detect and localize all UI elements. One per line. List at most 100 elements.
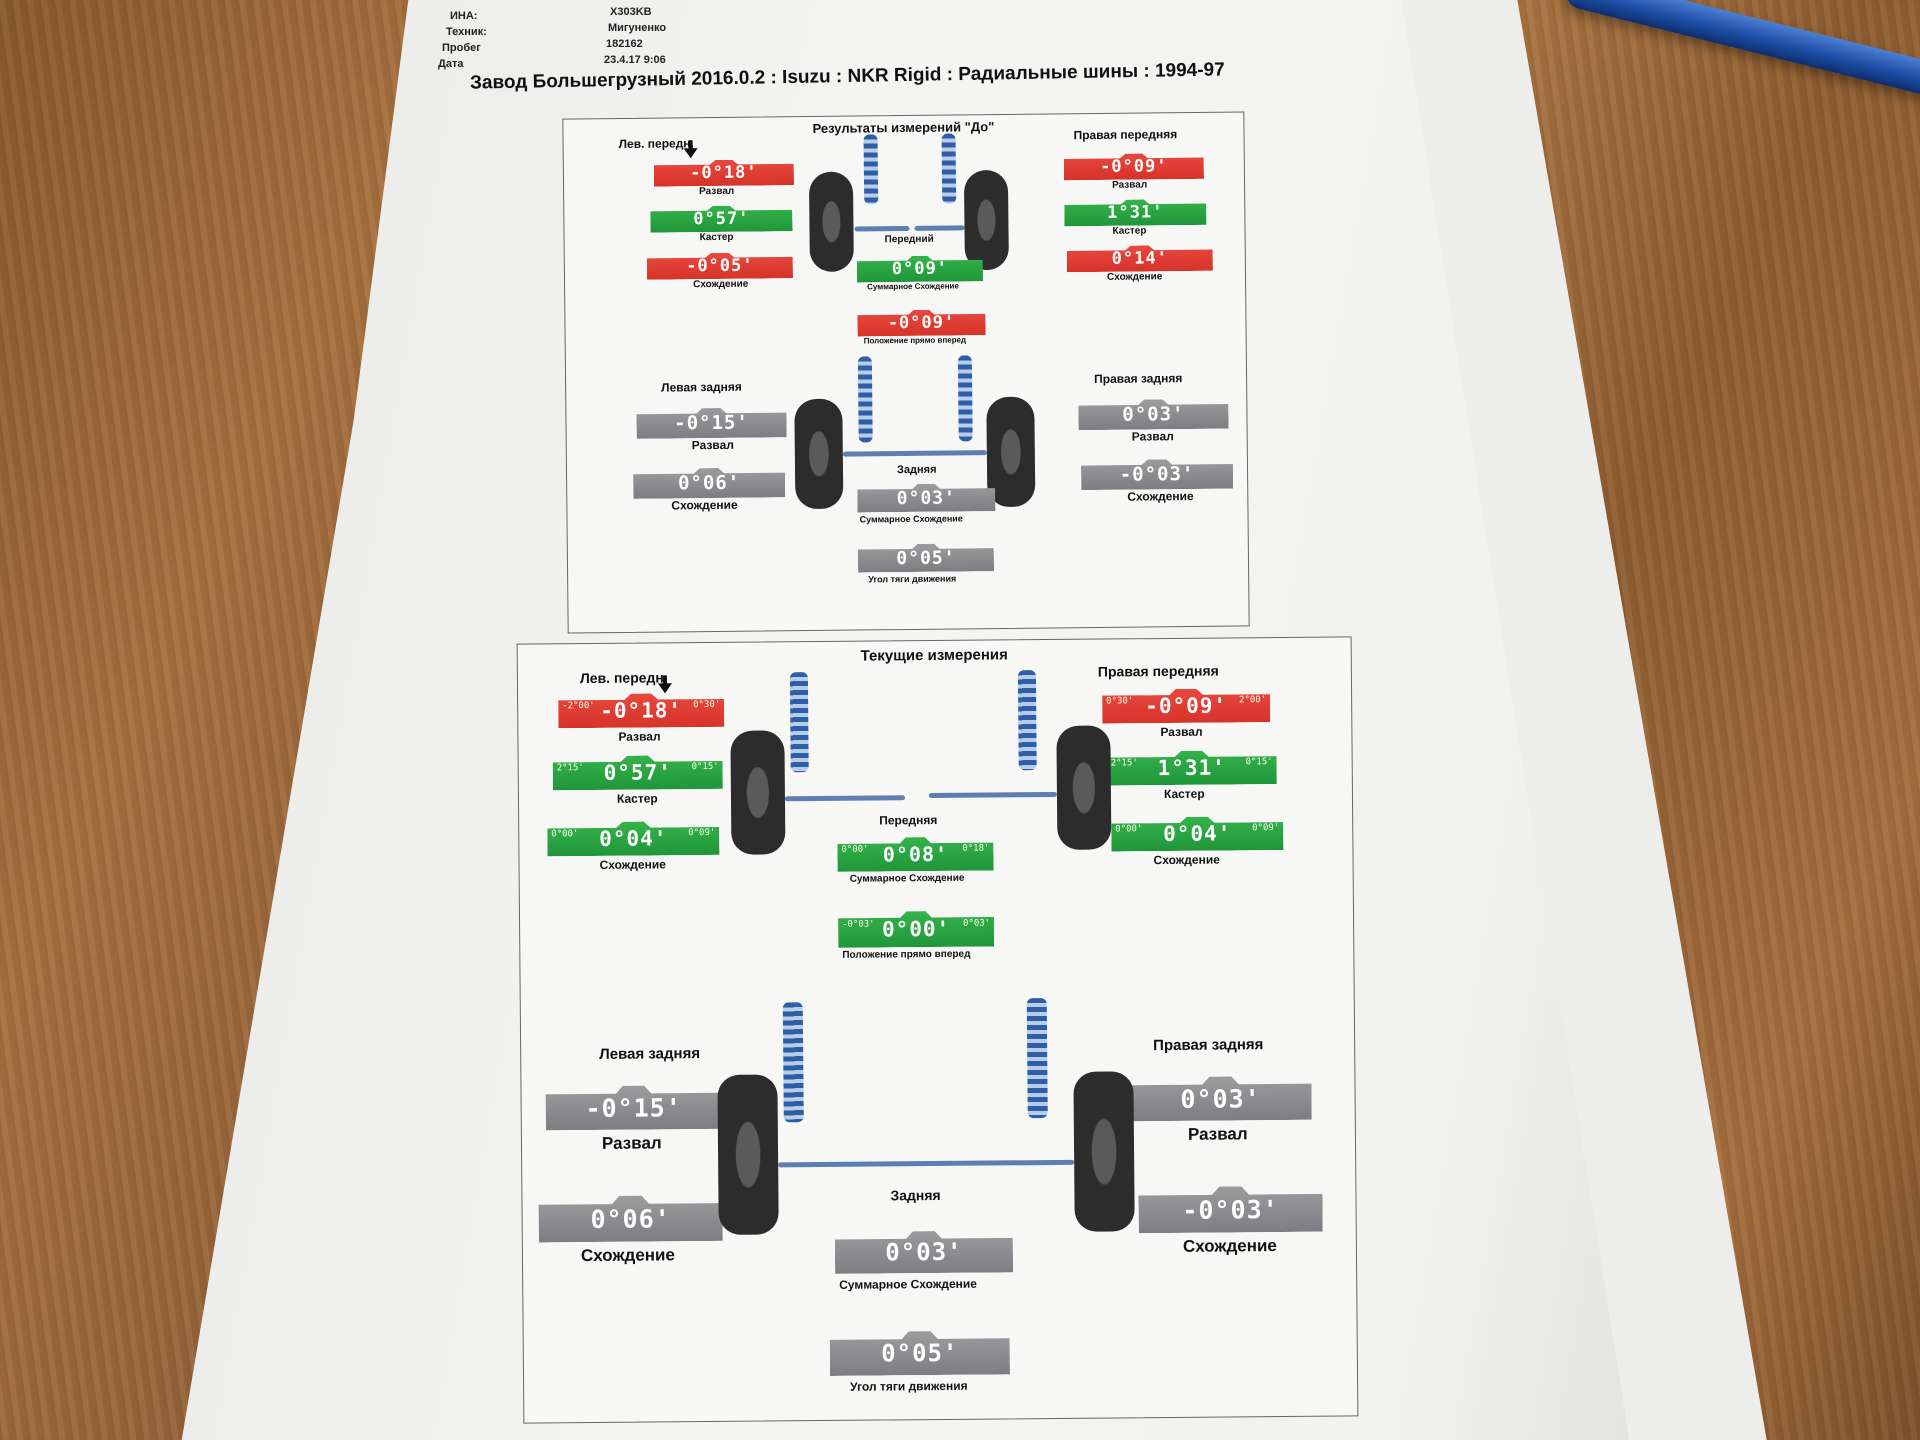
current-rear-right-wheel <box>1073 1071 1135 1232</box>
before-fr-camber-label: Развал <box>1111 179 1148 191</box>
before-rl-camber-label: Развал <box>691 437 734 453</box>
current-total-toe-gauge: 0°00' 0°08' 0°18' <box>837 837 993 872</box>
current-fl-caster-max: 0°15' <box>691 762 719 773</box>
current-total-toe-min: 0°00' <box>841 845 869 856</box>
current-fr-toe-label: Схождение <box>1153 852 1220 868</box>
before-fl-toe-gauge: -0°05' <box>647 252 793 280</box>
current-rl-toe-gauge: 0°06' <box>538 1195 722 1243</box>
current-rr-toe-gauge: -0°03' <box>1138 1186 1322 1234</box>
before-rr-camber-gauge: 0°03' <box>1078 399 1228 431</box>
current-total-toe-label: Суммарное Схождение <box>849 872 965 885</box>
current-rear-total-toe-gauge: 0°03' <box>835 1230 1013 1274</box>
current-fl-caster-label: Кастер <box>616 791 658 806</box>
current-rr-toe-label: Схождение <box>1182 1236 1277 1256</box>
current-fl-toe-max: 0°09' <box>688 828 716 839</box>
before-rear-right-title: Правая задняя <box>1094 371 1183 387</box>
before-rl-camber-gauge: -0°15' <box>636 407 786 439</box>
before-front-axle-label: Передний <box>884 233 934 246</box>
before-front-left-strut <box>863 134 879 205</box>
header-label-tech: Техник: <box>446 26 487 38</box>
before-front-right-title: Правая передняя <box>1073 127 1178 143</box>
current-front-left-title: Лев. передн. <box>579 669 668 687</box>
current-fr-camber-gauge: 0°30' -0°09' 2°00' <box>1102 688 1270 723</box>
current-straight-ahead-max: 0°03' <box>962 918 991 929</box>
current-fr-camber-label: Развал <box>1160 724 1203 740</box>
header-label-vin: ИНА: <box>450 10 478 22</box>
current-fr-caster-label: Кастер <box>1163 786 1205 802</box>
current-fr-caster-gauge: 2°15' 1°31' 0°15' <box>1107 750 1277 785</box>
before-rear-total-toe-gauge: 0°03' <box>857 483 995 512</box>
current-rear-axle-label: Задняя <box>890 1186 941 1204</box>
before-total-toe-gauge: 0°09' <box>857 255 983 282</box>
before-rl-toe-label: Схождение <box>671 497 738 513</box>
current-fr-toe-min: 0°00' <box>1115 824 1143 835</box>
before-fl-camber-label: Развал <box>699 185 735 198</box>
before-fl-toe-label: Схождение <box>693 278 749 291</box>
before-fl-arrow-icon <box>683 148 698 159</box>
before-straight-ahead-gauge: -0°09' <box>857 309 985 336</box>
current-front-left-arm <box>784 795 905 802</box>
current-thrust-angle-label: Угол тяги движения <box>850 1378 968 1394</box>
before-fr-caster-label: Кастер <box>1112 225 1147 237</box>
before-rear-left-wheel <box>794 398 844 510</box>
current-rear-right-strut <box>1026 998 1048 1119</box>
current-fl-caster-gauge: 2°15' 0°57' 0°15' <box>553 755 723 790</box>
current-front-right-title: Правая передняя <box>1097 662 1219 680</box>
current-fr-camber-value: -0°09' <box>1145 693 1228 719</box>
current-straight-ahead-min: -0°03' <box>842 919 875 930</box>
header-value-vin: X303KB <box>610 6 652 18</box>
current-fr-toe-value: 0°04' <box>1163 821 1232 847</box>
current-straight-ahead-label: Положение прямо вперед <box>842 948 971 961</box>
before-front-right-wheel <box>963 169 1009 271</box>
before-fr-camber-gauge: -0°09' <box>1064 153 1204 180</box>
current-front-axle-label: Передняя <box>879 812 938 828</box>
before-fl-caster-label: Кастер <box>699 231 734 244</box>
before-front-left-wheel <box>808 171 854 273</box>
current-rr-camber-label: Развал <box>1187 1124 1248 1144</box>
current-fr-camber-min: 0°30' <box>1106 696 1134 707</box>
current-straight-ahead-gauge: -0°03' 0°00' 0°03' <box>838 911 994 948</box>
before-fl-caster-gauge: 0°57' <box>650 205 792 232</box>
before-front-left-arm <box>854 225 910 232</box>
current-rl-camber-gauge: -0°15' <box>545 1085 721 1131</box>
header-value-date: 23.4.17 9:06 <box>604 54 666 66</box>
before-rr-camber-label: Развал <box>1131 429 1174 444</box>
before-fr-toe-label: Схождение <box>1106 271 1163 283</box>
current-rear-left-strut <box>782 1002 804 1123</box>
header-label-date: Дата <box>438 58 464 70</box>
current-fr-toe-gauge: 0°00' 0°04' 0°09' <box>1111 816 1283 851</box>
current-fr-camber-max: 2°00' <box>1239 695 1267 706</box>
header-value-tech: Мигуненко <box>608 22 667 34</box>
header-value-mileage: 182162 <box>606 38 643 50</box>
before-thrust-angle-label: Угол тяги движения <box>868 573 957 585</box>
before-fl-camber-gauge: -0°18' <box>654 159 794 186</box>
current-fl-toe-value: 0°04' <box>599 826 668 851</box>
before-fr-toe-gauge: 0°14' <box>1067 245 1213 273</box>
before-measurements-panel: Результаты измерений "До" Лев. передн. -… <box>562 111 1250 634</box>
current-front-right-arm <box>928 791 1057 799</box>
current-fl-toe-gauge: 0°00' 0°04' 0°09' <box>547 821 719 856</box>
current-total-toe-value: 0°08' <box>882 841 949 867</box>
current-fl-camber-min: -2°00' <box>562 701 595 712</box>
current-rear-left-title: Левая задняя <box>599 1045 701 1063</box>
current-measurements-panel: Текущие измерения Лев. передн. -2°00' -0… <box>516 636 1359 1424</box>
current-rr-camber-gauge: 0°03' <box>1129 1076 1311 1122</box>
current-front-right-strut <box>1017 670 1037 771</box>
before-front-right-strut <box>941 133 957 204</box>
current-rear-total-toe-label: Суммарное Схождение <box>839 1276 977 1292</box>
header-label-mileage: Пробег <box>442 42 481 54</box>
before-rear-axle-label: Задняя <box>896 463 937 477</box>
current-fr-toe-max: 0°09' <box>1252 823 1280 834</box>
current-fl-caster-min: 2°15' <box>556 763 584 774</box>
current-fl-camber-max: 0°30' <box>693 700 721 711</box>
current-rl-camber-label: Развал <box>601 1133 662 1153</box>
current-fl-toe-label: Схождение <box>599 857 666 872</box>
before-rr-toe-gauge: -0°03' <box>1081 459 1233 491</box>
before-total-toe-label: Суммарное Схождение <box>867 281 959 292</box>
current-panel-title: Текущие измерения <box>860 646 1008 665</box>
before-straight-ahead-label: Положение прямо вперед <box>863 335 967 346</box>
before-rear-total-toe-label: Суммарное Схождение <box>859 513 963 525</box>
before-rr-toe-label: Схождение <box>1127 488 1194 504</box>
current-front-right-wheel <box>1056 725 1112 850</box>
current-rl-toe-label: Схождение <box>580 1245 675 1266</box>
